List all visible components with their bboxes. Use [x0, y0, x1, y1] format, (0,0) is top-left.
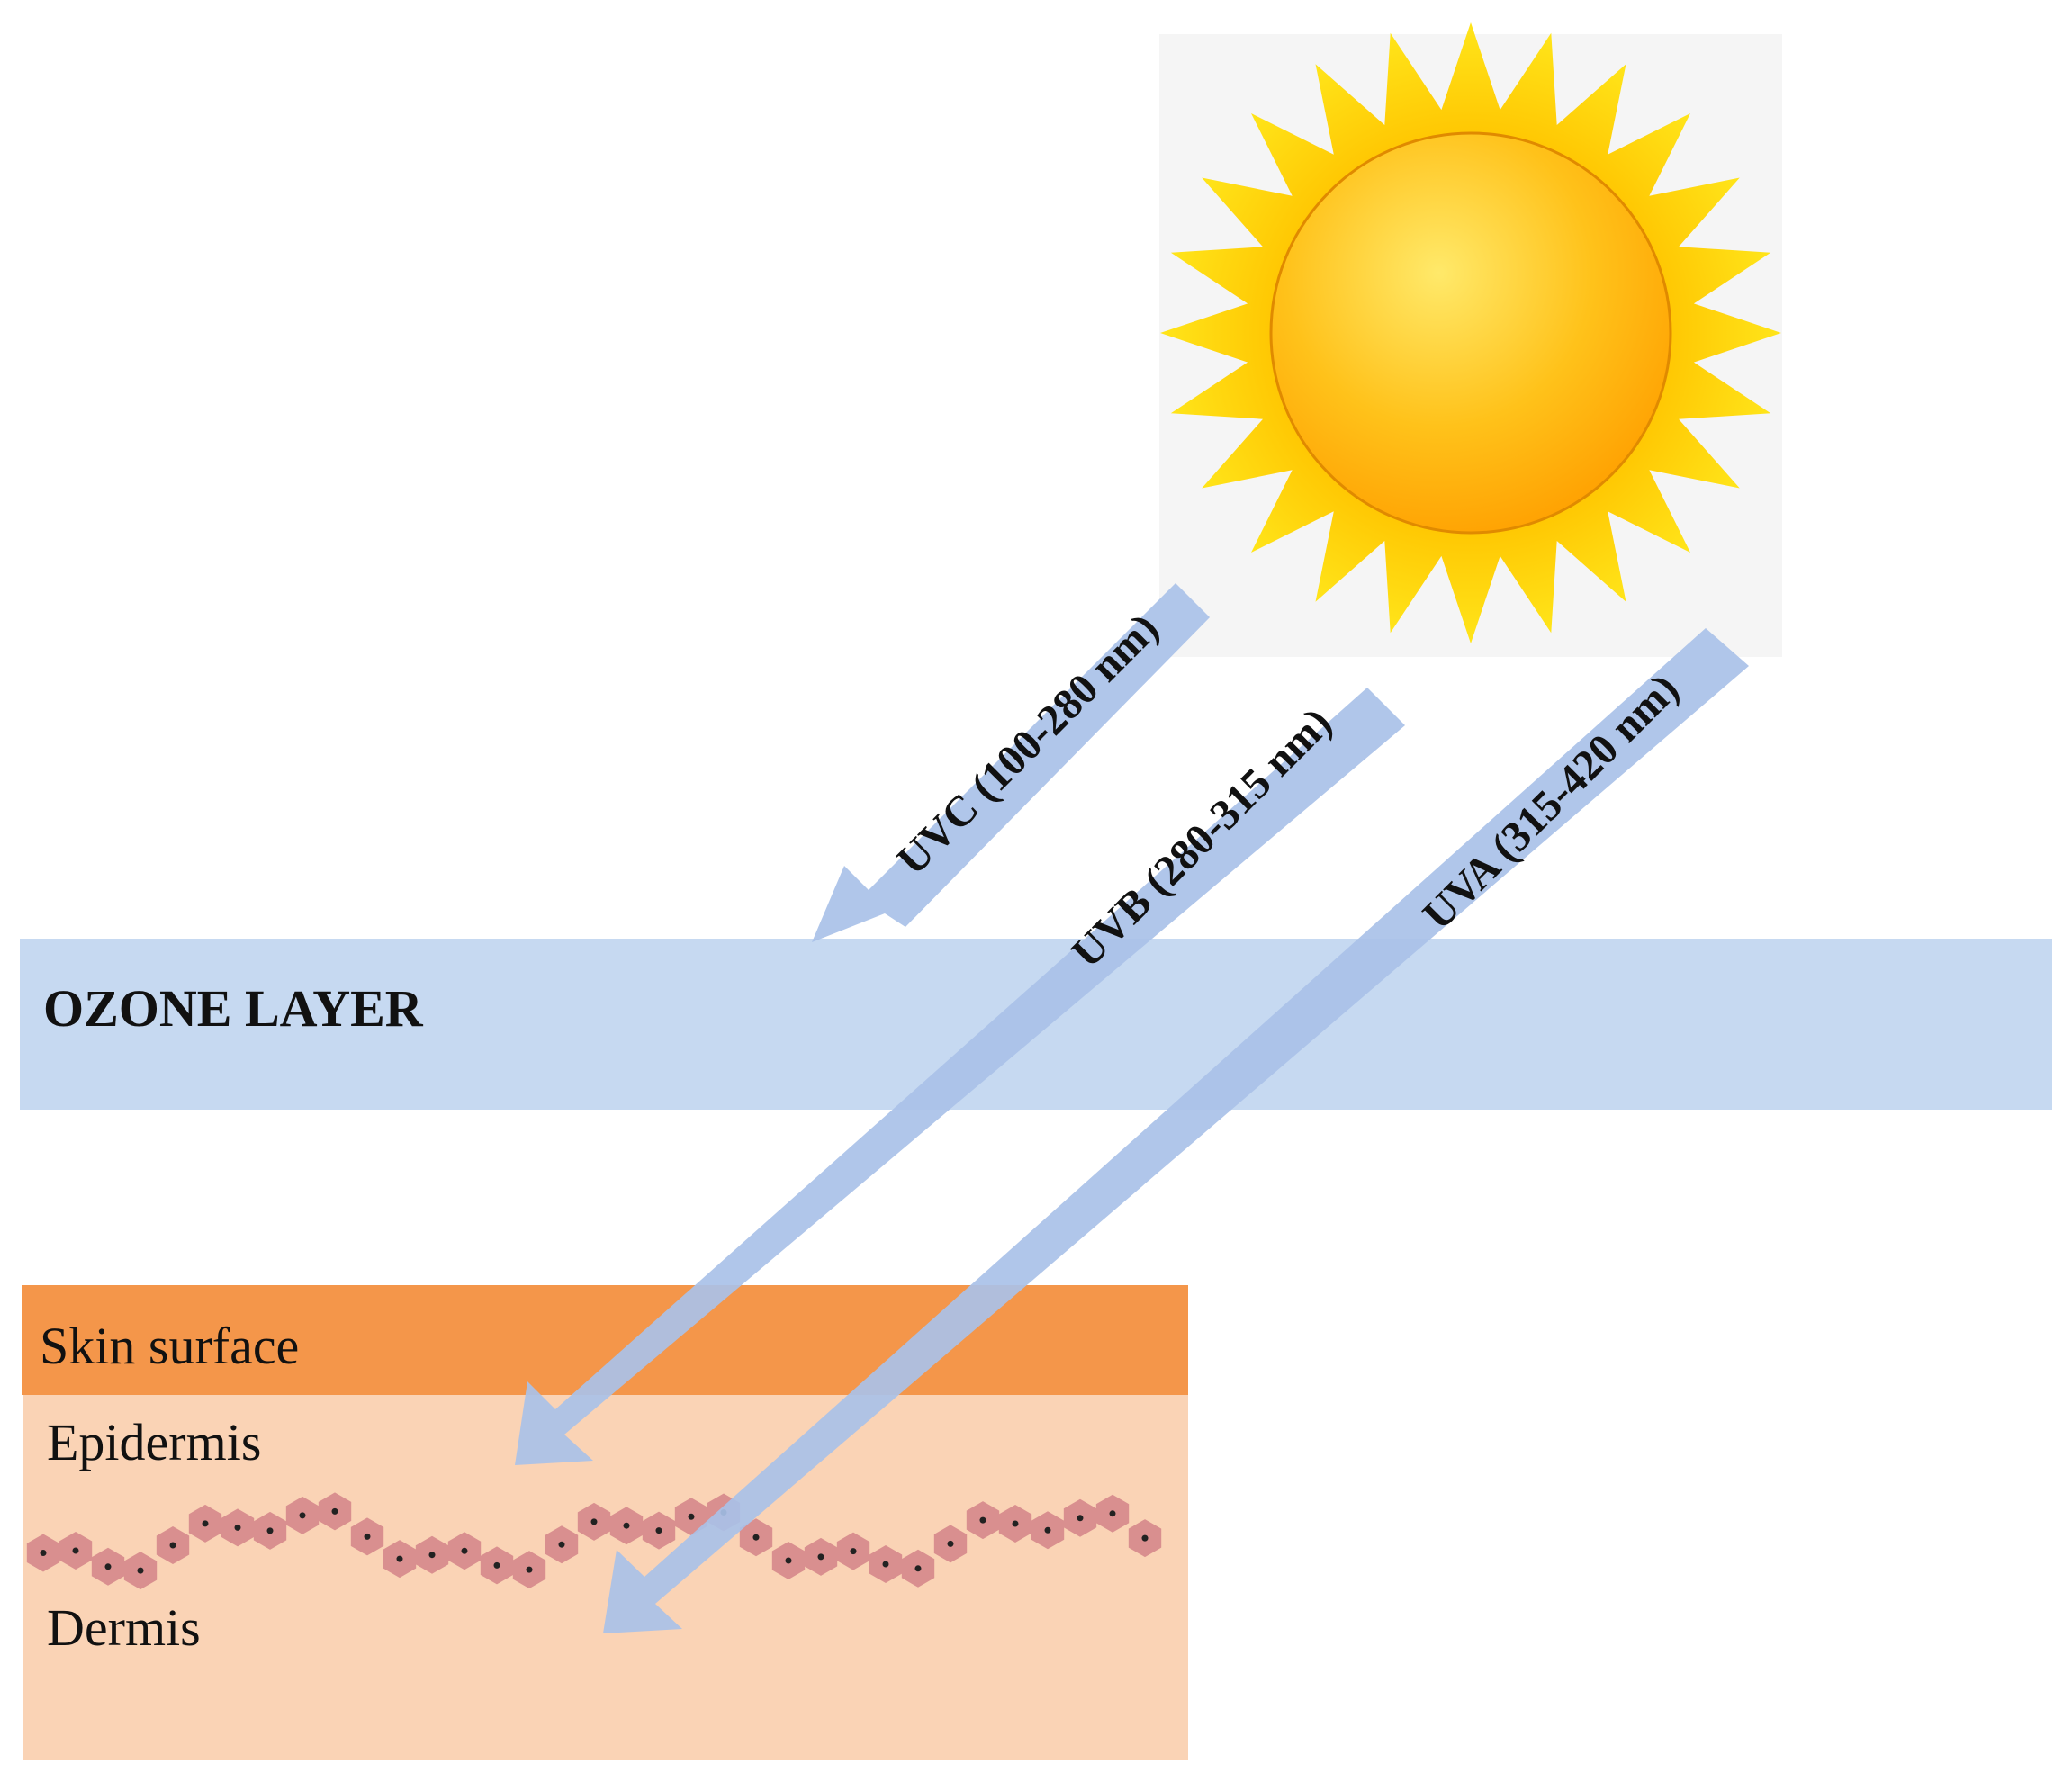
uvc-arrow-label: UVC (100-280 nm)	[888, 605, 1168, 885]
cell-nucleus	[752, 1534, 760, 1541]
cell-nucleus	[817, 1553, 824, 1561]
cell-nucleus	[202, 1520, 209, 1527]
cell-nucleus	[169, 1542, 176, 1549]
cell-nucleus	[947, 1540, 954, 1547]
cell-nucleus	[104, 1563, 112, 1570]
cell-nucleus	[1141, 1534, 1149, 1542]
cell-nucleus	[882, 1561, 889, 1568]
uva-arrow-shape	[603, 628, 1749, 1633]
skin-surface-label: Skin surface	[40, 1317, 299, 1375]
ozone-layer-label: OZONE LAYER	[43, 979, 424, 1038]
sun	[1159, 22, 1782, 657]
cell-nucleus	[850, 1548, 857, 1555]
uvb-arrow-label: UVB (280-315 nm)	[1063, 699, 1341, 977]
uvc-arrow-shape	[812, 583, 1210, 942]
cell-nucleus	[1012, 1520, 1019, 1527]
cell-nucleus	[428, 1552, 436, 1559]
cell-nucleus	[914, 1565, 922, 1572]
dermis-label: Dermis	[47, 1598, 201, 1657]
sun-core-icon	[1269, 131, 1672, 535]
basal-cell-layer	[26, 1492, 1162, 1590]
cell-nucleus	[590, 1518, 598, 1525]
cell-nucleus	[299, 1512, 306, 1519]
cell-nucleus	[331, 1507, 338, 1515]
cell-nucleus	[137, 1567, 144, 1574]
skin-cross-section: Skin surface Epidermis Dermis	[22, 1285, 1188, 1760]
cell-nucleus	[623, 1522, 630, 1529]
cell-nucleus	[72, 1547, 79, 1554]
cell-nucleus	[40, 1550, 47, 1556]
cell-nucleus	[1044, 1526, 1051, 1534]
cell-nucleus	[526, 1566, 533, 1573]
cell-nucleus	[979, 1516, 986, 1524]
epidermis-label: Epidermis	[47, 1413, 261, 1471]
cell-nucleus	[234, 1524, 241, 1531]
uva-arrow-label: UVA (315-420 nm)	[1414, 665, 1689, 940]
cell-nucleus	[655, 1527, 662, 1534]
cell-nucleus	[396, 1555, 403, 1562]
cell-nucleus	[558, 1541, 565, 1548]
cell-nucleus	[1109, 1510, 1116, 1517]
cell-nucleus	[688, 1513, 695, 1520]
cell-nucleus	[785, 1557, 792, 1564]
cell-nucleus	[493, 1561, 500, 1569]
uvb-arrow-shape	[515, 688, 1405, 1465]
cell-nucleus	[461, 1547, 468, 1554]
cell-nucleus	[364, 1533, 371, 1540]
cell-nucleus	[266, 1527, 274, 1534]
cell-nucleus	[1077, 1515, 1084, 1522]
